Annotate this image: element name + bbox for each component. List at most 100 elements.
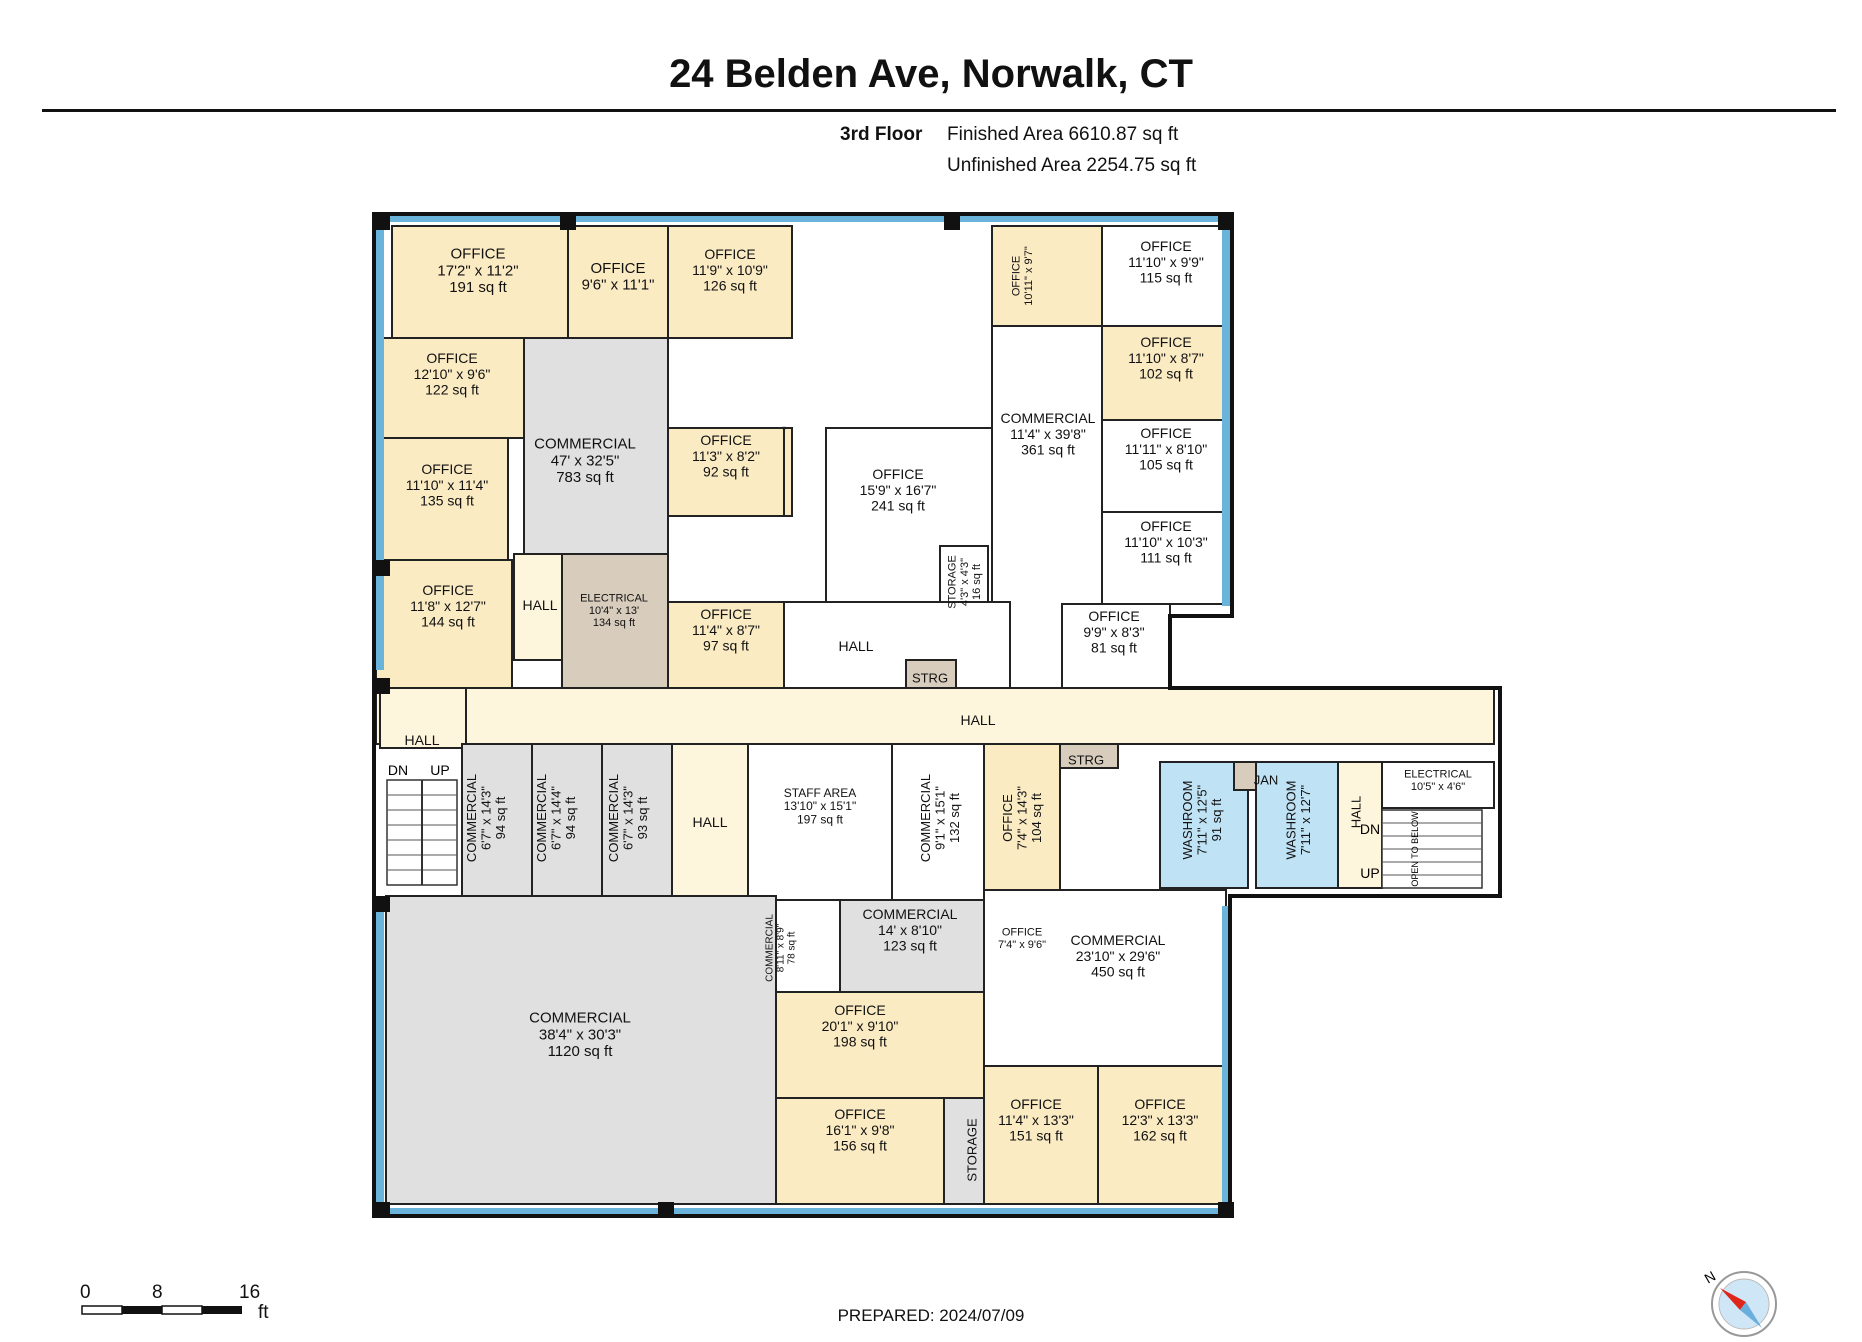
- room-label-line: OFFICE: [1140, 334, 1191, 350]
- room-32: [891, 743, 985, 901]
- room-label-line: 94 sq ft: [493, 796, 508, 839]
- room-label-line: OFFICE: [782, 426, 786, 428]
- room-label-line: 123 sq ft: [883, 938, 937, 954]
- room-label-line: OFFICE: [1011, 256, 1023, 296]
- room-label-34: WASHROOM7'11" x 12'5"91 sq ft: [1180, 781, 1224, 860]
- room-label-line: COMMERCIAL: [606, 774, 621, 862]
- room-label-line: 11'4" x 39'8": [1010, 426, 1086, 442]
- compass-n-label: N: [1702, 1268, 1719, 1287]
- column-3: [374, 1202, 390, 1218]
- room-label-line: 144 sq ft: [421, 614, 475, 630]
- room-label-line: HALL: [404, 732, 439, 748]
- room-label-line: 23'10" x 29'6": [1076, 948, 1161, 964]
- room-label-line: 81 sq ft: [1091, 640, 1137, 656]
- room-label-line: 102 sq ft: [1139, 366, 1193, 382]
- room-label-line: 11'4" x 8'7": [692, 622, 760, 638]
- room-label-line: HALL: [522, 597, 557, 613]
- room-label-line: 97 sq ft: [703, 638, 749, 654]
- room-label-line: WASHROOM: [1283, 781, 1298, 860]
- room-label-25: HALL: [404, 732, 439, 748]
- room-label-line: 11'10" x 10'3": [1124, 534, 1208, 550]
- prepared-date: PREPARED: 2024/07/09: [837, 1306, 1025, 1325]
- room-label-line: 9'9" x 8'3": [1083, 624, 1144, 640]
- scale-bar-graphic: [81, 1305, 242, 1315]
- room-label-line: 783 sq ft: [556, 469, 614, 486]
- room-label-line: STORAGE: [947, 555, 959, 609]
- rooms-layer: [375, 225, 1495, 1205]
- room-label-37: HALL: [1349, 796, 1364, 829]
- room-label-line: 241 sq ft: [871, 498, 925, 514]
- room-label-line: OFFICE: [421, 461, 472, 477]
- room-label-line: 11'10" x 11'4": [406, 477, 489, 493]
- room-label-line: 7'4" x 9'6": [998, 939, 1046, 951]
- room-label-line: ELECTRICAL: [1404, 769, 1472, 781]
- room-42: [983, 889, 1227, 1067]
- room-label-35: JAN: [1254, 773, 1279, 788]
- room-label-line: OFFICE: [1002, 927, 1042, 939]
- room-label-line: 1120 sq ft: [548, 1043, 614, 1060]
- room-label-line: STRG: [912, 671, 948, 686]
- room-label-line: OFFICE: [700, 432, 751, 448]
- room-label-line: 151 sq ft: [1009, 1128, 1063, 1144]
- room-label-16: HALL: [522, 597, 557, 613]
- column-7: [560, 214, 576, 230]
- room-label-line: 104 sq ft: [1029, 793, 1044, 843]
- room-label-line: HALL: [960, 712, 995, 728]
- room-label-line: 10'4" x 13': [589, 605, 639, 617]
- room-label-line: COMMERCIAL: [1071, 932, 1166, 948]
- building-outline: [372, 212, 1502, 1218]
- room-47: [983, 1065, 1099, 1205]
- walls-layer: [372, 212, 1502, 1218]
- room-label-line: 15'9" x 16'7": [860, 482, 937, 498]
- room-label-line: 92 sq ft: [782, 427, 786, 430]
- unfinished-area: Unfinished Area 2254.75 sq ft: [947, 155, 1197, 176]
- room-label-line: HALL: [692, 814, 727, 830]
- room-label-4: OFFICE10'11" x 9'7": [1011, 246, 1035, 306]
- room-22: [1061, 603, 1171, 689]
- room-label-line: OFFICE: [591, 260, 646, 277]
- room-27: [461, 743, 533, 897]
- room-19: [667, 601, 785, 689]
- room-label-line: 450 sq ft: [1091, 964, 1145, 980]
- room-38: [1381, 761, 1495, 809]
- room-label-line: STRG: [1068, 753, 1104, 768]
- stairs-layer: DN UP DN UP OPEN TO BELOW: [386, 762, 1483, 889]
- room-5: [1101, 225, 1231, 327]
- room-label-line: OFFICE: [426, 350, 477, 366]
- room-label-23: STRG: [912, 671, 948, 686]
- room-label-line: 6'7" x 14'4": [549, 786, 564, 850]
- scale-label-0: 0: [80, 1282, 91, 1303]
- room-46: [943, 1097, 985, 1205]
- room-label-line: 20'1" x 9'10": [822, 1018, 899, 1034]
- column-6: [944, 214, 960, 230]
- room-label-line: OFFICE: [704, 246, 755, 262]
- room-label-line: 91 sq ft: [1209, 798, 1224, 841]
- room-label-line: 135 sq ft: [420, 493, 474, 509]
- column-1: [374, 214, 390, 230]
- room-4: [991, 225, 1103, 327]
- room-label-line: OFFICE: [1134, 1096, 1185, 1112]
- stair-dn-label: DN: [388, 762, 408, 778]
- room-label-29: COMMERCIAL6'7" x 14'3"93 sq ft: [606, 774, 650, 862]
- floor-label: 3rd Floor: [840, 124, 923, 145]
- room-label-line: 111 sq ft: [1140, 550, 1192, 566]
- room-label-line: 47' x 32'5": [551, 452, 620, 469]
- room-label-line: 6'7" x 14'3": [621, 786, 636, 850]
- stair-west: DN UP: [386, 762, 458, 886]
- room-label-line: COMMERCIAL: [534, 435, 636, 452]
- room-14: [783, 427, 793, 517]
- room-label-line: STAFF AREA: [784, 786, 856, 800]
- room-10: [1101, 419, 1231, 513]
- room-label-line: OFFICE: [451, 245, 506, 262]
